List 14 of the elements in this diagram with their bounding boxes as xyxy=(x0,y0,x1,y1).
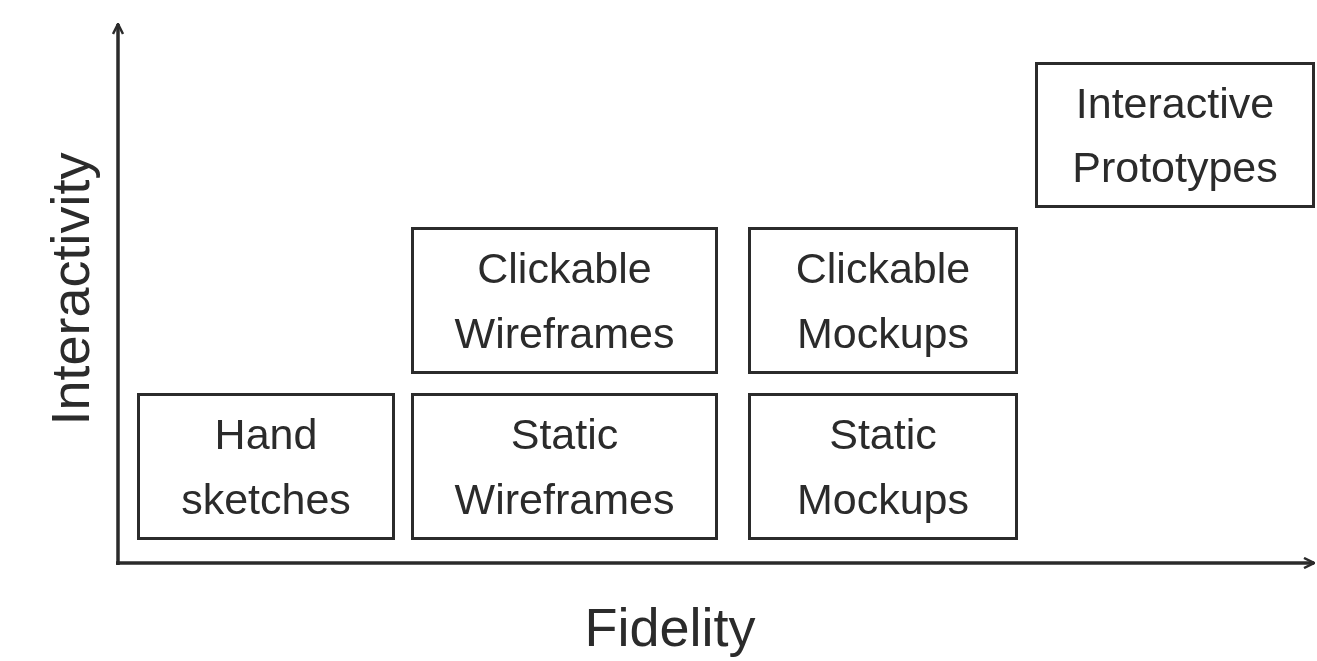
box-label: Static Mockups xyxy=(795,409,971,525)
box-label: Interactive Prototypes xyxy=(1071,77,1279,193)
box-label: Hand sketches xyxy=(180,409,352,525)
box-label: Clickable Wireframes xyxy=(453,243,676,359)
category-box xyxy=(411,227,718,374)
x-axis-title: Fidelity xyxy=(583,596,757,658)
y-axis-title: Interactivity xyxy=(39,151,101,428)
box-label: Static Wireframes xyxy=(453,409,676,525)
category-box xyxy=(1035,62,1315,208)
category-box xyxy=(411,393,718,540)
category-box xyxy=(748,227,1018,374)
category-box xyxy=(137,393,395,540)
box-label: Clickable Mockups xyxy=(794,243,972,359)
category-box xyxy=(748,393,1018,540)
